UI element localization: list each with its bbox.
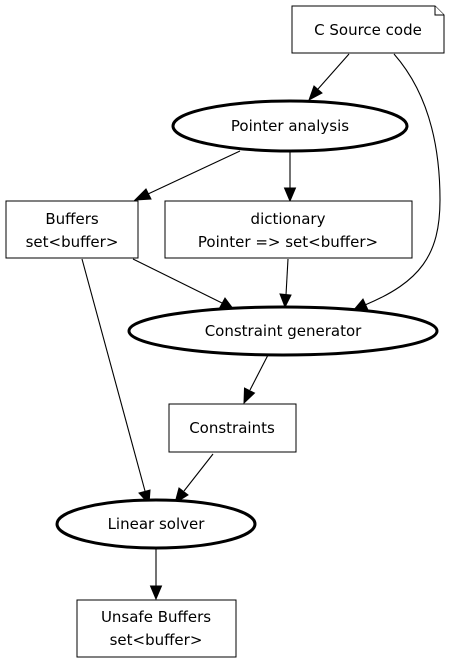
edge-buffers-to-linear-solver: [81, 258, 146, 492]
node-label: Linear solver: [108, 515, 206, 533]
node-label-line-1: Buffers: [45, 210, 99, 228]
edge-source-to-pointer-analysis: [317, 53, 350, 90]
ellipse-shape: [55, 498, 257, 550]
node-constraints: Constraints: [168, 403, 297, 453]
note-shape: [291, 5, 445, 54]
node-linear-solver: Linear solver: [55, 498, 257, 550]
node-label-line-2: set<buffer>: [110, 631, 203, 649]
arrowhead-source-to-pointer-analysis: [308, 85, 323, 102]
box-shape: [164, 200, 413, 259]
edge-constraint-generator-to-constraints: [249, 354, 269, 391]
arrowhead-linear-solver-to-unsafe-buffers: [149, 585, 163, 601]
node-label: Constraints: [189, 419, 275, 437]
node-c-source-code: C Source code: [291, 5, 445, 54]
node-label-line-1: dictionary: [251, 210, 326, 228]
node-label: Constraint generator: [205, 322, 362, 340]
node-label-line-2: set<buffer>: [26, 233, 119, 251]
node-pointer-analysis: Pointer analysis: [171, 99, 409, 153]
edge-pointer-analysis-to-buffers: [147, 150, 241, 195]
nodes: C Source code Pointer analysis Buffers s…: [5, 5, 445, 658]
edge-constraints-to-linear-solver: [183, 453, 214, 492]
ellipse-shape: [171, 99, 409, 153]
box-shape: [5, 200, 139, 259]
node-label-line-1: Unsafe Buffers: [101, 608, 211, 626]
arrowhead-constraint-generator-to-constraints: [243, 387, 256, 405]
node-buffers: Buffers set<buffer>: [5, 200, 139, 259]
box-shape: [76, 599, 237, 658]
note-fold: [434, 6, 444, 16]
arrowhead-pointer-analysis-to-buffers: [133, 188, 152, 201]
node-constraint-generator: Constraint generator: [127, 305, 439, 357]
arrowhead-pointer-analysis-to-dictionary: [283, 187, 297, 203]
box-shape: [168, 403, 297, 453]
node-dictionary: dictionary Pointer => set<buffer>: [164, 200, 413, 259]
node-label: Pointer analysis: [231, 117, 349, 135]
edge-buffers-to-constraint-generator: [132, 258, 223, 304]
edge-source-to-constraint-generator: [364, 53, 441, 306]
node-label-line-2: Pointer => set<buffer>: [198, 233, 378, 251]
node-label: C Source code: [314, 21, 422, 39]
arrowhead-dictionary-to-constraint-generator: [279, 293, 292, 309]
node-unsafe-buffers: Unsafe Buffers set<buffer>: [76, 599, 237, 658]
ellipse-shape: [127, 305, 439, 357]
edges: [81, 53, 441, 601]
edge-dictionary-to-constraint-generator: [285, 258, 289, 296]
